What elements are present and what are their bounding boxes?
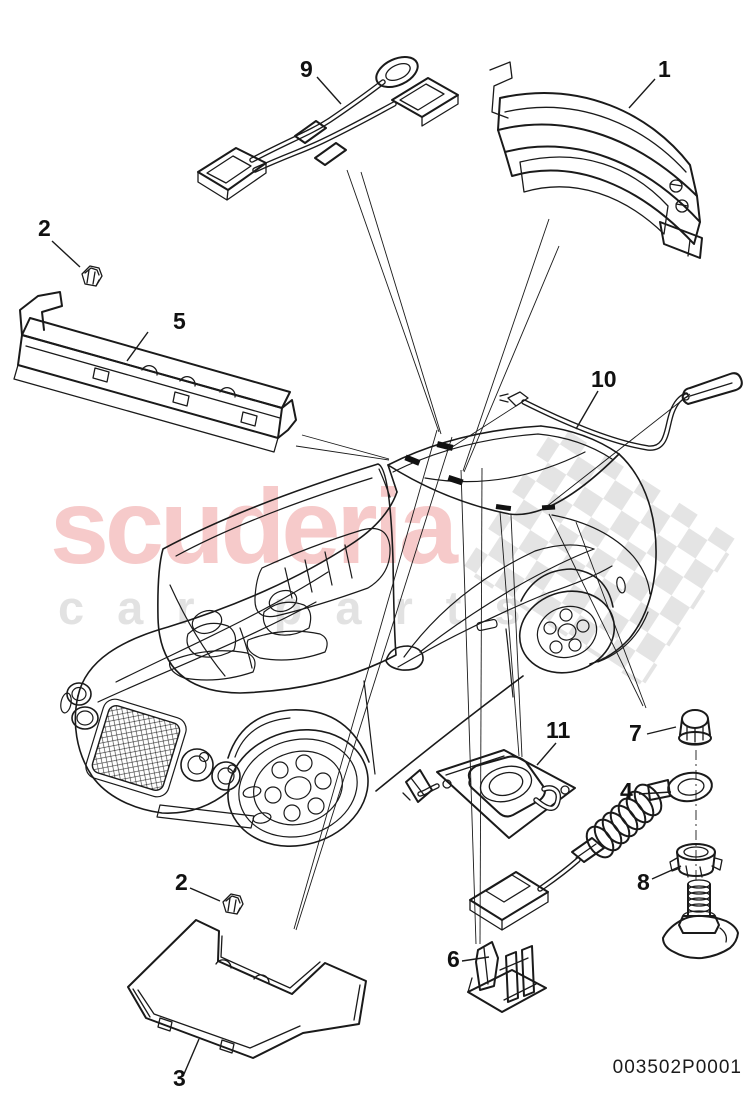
leader-lines xyxy=(51,76,697,1075)
callout-5: 5 xyxy=(173,308,186,334)
car-illustration xyxy=(60,425,657,847)
callout-4: 4 xyxy=(620,778,633,804)
part-2-clip-bottom xyxy=(222,893,244,915)
callout-8: 8 xyxy=(637,869,650,895)
watermark-tagline-text: car parts xyxy=(58,581,554,634)
part-3-tray-bracket xyxy=(127,919,367,1059)
callout-11: 11 xyxy=(546,717,571,743)
car-interior-seats xyxy=(168,527,391,681)
callout-1: 1 xyxy=(658,56,671,82)
part-11-amplifier-module xyxy=(402,749,576,839)
watermark-brand-text: scuderia xyxy=(50,468,458,586)
callout-7: 7 xyxy=(629,720,642,746)
part-1-antenna-housing xyxy=(489,61,703,259)
callout-2-top: 2 xyxy=(38,215,51,241)
part-2-clip-top xyxy=(81,265,103,287)
document-number: 003502P0001 xyxy=(612,1057,742,1078)
part-9-adapter-cable xyxy=(197,55,459,201)
callout-6: 6 xyxy=(447,946,460,972)
part-7-cap-nut xyxy=(678,709,712,746)
mounting-stud-and-base xyxy=(662,879,739,960)
part-6-spring-clip xyxy=(467,941,547,1013)
roof-antenna-marks xyxy=(404,441,556,512)
callout-2-bottom: 2 xyxy=(175,869,188,895)
callout-9: 9 xyxy=(300,56,313,82)
watermark-checkered-flag-icon xyxy=(462,423,738,687)
callout-10: 10 xyxy=(591,366,617,392)
callout-3: 3 xyxy=(173,1065,186,1091)
part-5-roof-rail xyxy=(13,291,297,453)
part-4-connection-lead xyxy=(469,771,713,931)
part-10-antenna-wire xyxy=(499,372,743,451)
